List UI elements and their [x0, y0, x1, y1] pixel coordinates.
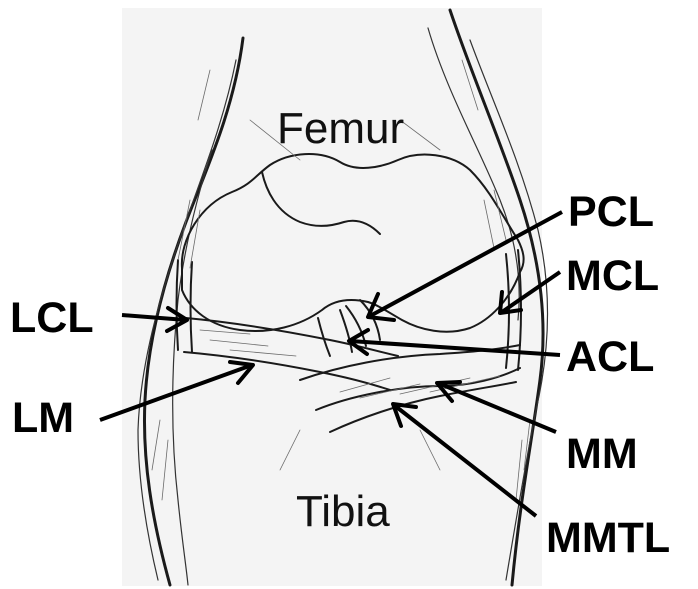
mcl-label: MCL — [566, 252, 659, 300]
lcl-label: LCL — [10, 294, 94, 342]
femur-label: Femur — [277, 104, 404, 153]
acl-label: ACL — [566, 333, 654, 381]
mmtl-label: MMTL — [546, 514, 670, 562]
lm-label: LM — [12, 394, 74, 442]
mm-label: MM — [566, 430, 638, 478]
pcl-label: PCL — [568, 188, 654, 236]
tibia-label: Tibia — [296, 487, 390, 536]
